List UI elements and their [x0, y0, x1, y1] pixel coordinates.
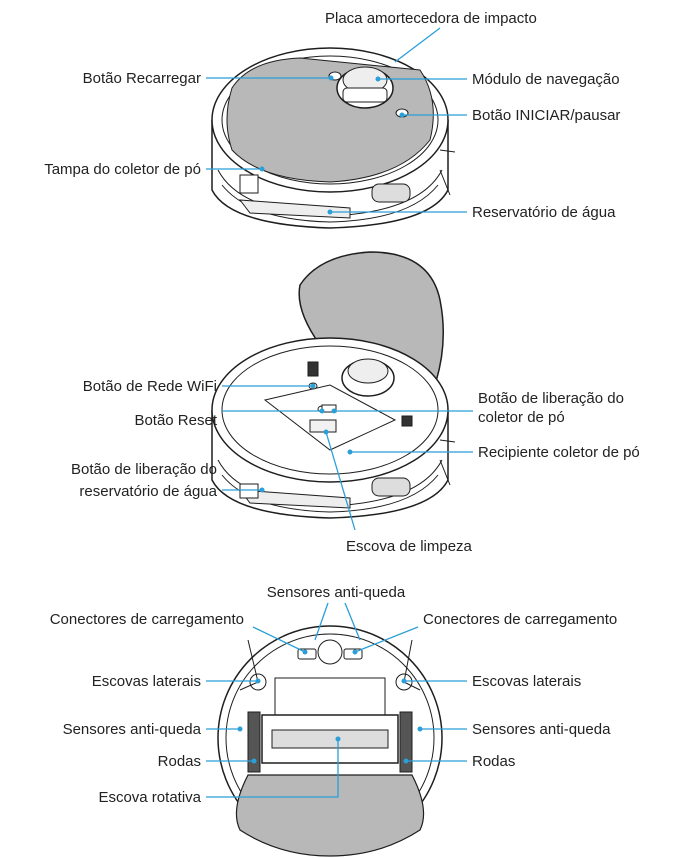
label-dust-bin-cover: Tampa do coletor de pó	[44, 161, 201, 178]
label-wifi-button: Botão de Rede WiFi	[83, 378, 217, 395]
label-cliff-sensors-left: Sensores anti-queda	[63, 721, 202, 738]
label-side-brushes-right: Escovas laterais	[472, 673, 581, 690]
label-wheels-left: Rodas	[158, 753, 201, 770]
label-wheels-right: Rodas	[472, 753, 515, 770]
label-bin-release-line2: coletor de pó	[478, 409, 565, 426]
label-cliff-sensors-right: Sensores anti-queda	[472, 721, 611, 738]
robot-bottom-view	[217, 625, 443, 857]
robot-open-view	[211, 251, 456, 519]
label-charging-contacts-left: Conectores de carregamento	[50, 611, 244, 628]
label-cliff-sensors-top: Sensores anti-queda	[267, 584, 406, 601]
robot-top-view	[211, 47, 456, 229]
label-bin-release-line1: Botão de liberação do	[478, 390, 624, 407]
label-water-tank: Reservatório de água	[472, 204, 616, 221]
label-bumper: Placa amortecedora de impacto	[325, 10, 537, 27]
label-dust-bin: Recipiente coletor de pó	[478, 444, 640, 461]
leader-lines	[206, 27, 473, 798]
labels: Placa amortecedora de impacto Botão Reca…	[44, 10, 640, 806]
label-navigation-module: Módulo de navegação	[472, 71, 620, 88]
label-recharge-button: Botão Recarregar	[83, 70, 201, 87]
label-side-brushes-left: Escovas laterais	[92, 673, 201, 690]
label-reset-button: Botão Reset	[134, 412, 217, 429]
label-tank-release-line2: reservatório de água	[79, 483, 217, 500]
label-cleaning-brush: Escova de limpeza	[346, 538, 473, 555]
label-tank-release-line1: Botão de liberação do	[71, 461, 217, 478]
label-charging-contacts-right: Conectores de carregamento	[423, 611, 617, 628]
label-start-pause-button: Botão INICIAR/pausar	[472, 107, 620, 124]
label-main-brush: Escova rotativa	[98, 789, 201, 806]
